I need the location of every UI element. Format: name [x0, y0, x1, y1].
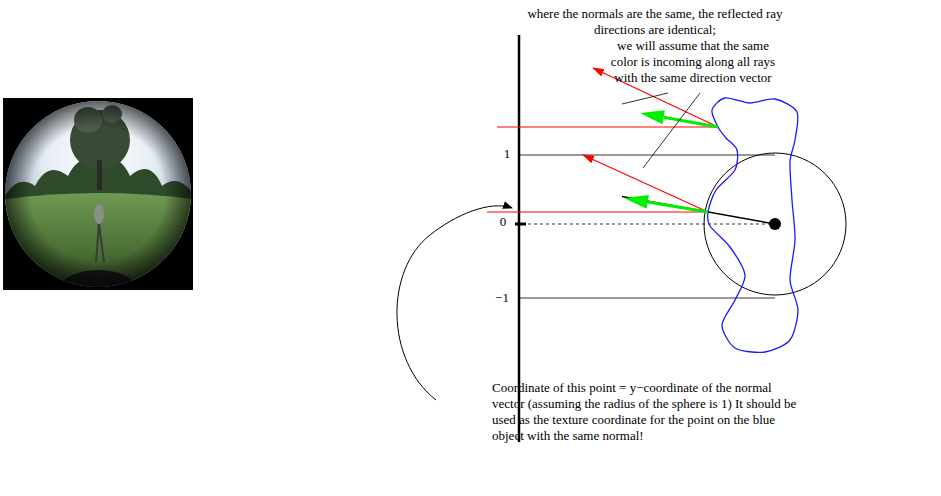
sky: [0, 95, 200, 295]
reflected-ray: [583, 155, 708, 212]
guide-line: [519, 155, 775, 156]
note-text-box: we will assume that the same color is in…: [603, 38, 783, 86]
axis-value: 1: [501, 146, 513, 162]
axis-value-box: −1: [493, 290, 511, 306]
blue-object: [708, 98, 798, 352]
photo-content: [0, 95, 200, 318]
axis-value: −1: [493, 290, 511, 306]
callout-text: Coordinate of this point = y−coordinate …: [492, 380, 802, 444]
normal-arrowhead: [640, 110, 665, 124]
unit-sphere: [704, 153, 846, 295]
normal-arrow: [664, 117, 718, 127]
callout-text-box: Coordinate of this point = y−coordinate …: [492, 380, 802, 444]
vignette: [5, 101, 191, 287]
incoming-ray: [497, 126, 718, 127]
photo-frame: [3, 98, 193, 290]
axis-value-box: 0: [497, 214, 509, 230]
axis-value-box: 1: [501, 146, 513, 162]
sphere-center: [769, 218, 781, 230]
normal-arrowhead: [624, 195, 649, 209]
guide-line: [522, 224, 775, 225]
leader-line: [622, 93, 668, 104]
note-text: where the normals are the same, the refl…: [522, 6, 788, 38]
axis-value: 0: [497, 214, 509, 230]
leader-line: [643, 93, 700, 168]
mirror-ball-photo: [0, 95, 200, 318]
note-text: we will assume that the same color is in…: [603, 38, 783, 86]
blue-object-outline: [708, 98, 798, 352]
callout-arrow: [397, 206, 512, 400]
incoming-ray: [487, 211, 708, 212]
note-text-box: where the normals are the same, the refl…: [522, 6, 788, 38]
normal-arrow: [648, 202, 708, 212]
